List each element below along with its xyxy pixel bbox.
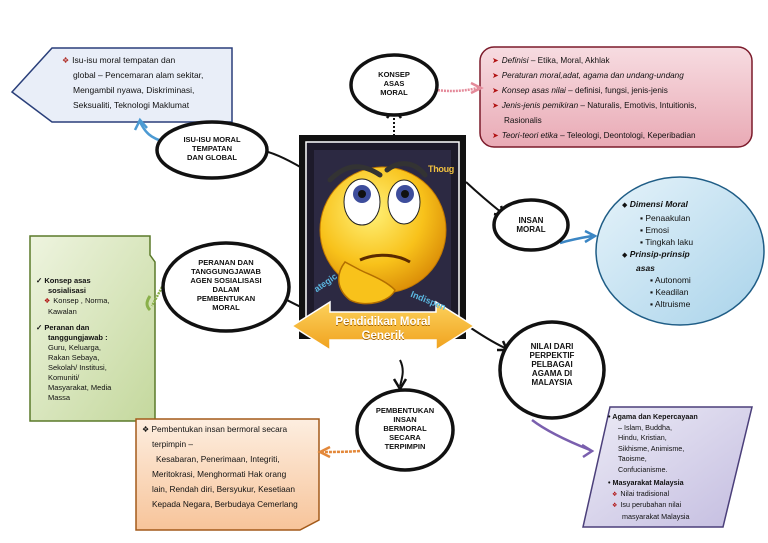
peranan-heading2: Peranan dan <box>44 323 89 332</box>
nilai-line1-1: Hindu, Kristian, <box>608 433 740 444</box>
insan-heading2a: Prinsip-prinsip <box>630 249 690 259</box>
nilai-line2-1: Isu perubahan nilai <box>620 500 681 509</box>
konsep-item-1: ➤Peraturan moral,adat, agama dan undang-… <box>492 68 750 83</box>
konsep-item-5: ➤Teori-teori etika – Teleologi, Deontolo… <box>492 128 750 143</box>
peranan-text1: Konsep , Norma, <box>53 296 109 305</box>
peranan-heading1b: sosialisasi <box>36 286 152 296</box>
nilai-line1-2: Sikhisme, Animisme, <box>608 444 740 455</box>
pembentukan-line4: Meritokrasi, Menghormati Hak orang <box>142 467 320 482</box>
peranan-line-3: Komuniti/ <box>36 373 152 383</box>
nilai-line1-4: Confucianisme. <box>608 465 740 476</box>
peranan-line-2: Sekolah/ Institusi, <box>36 363 152 373</box>
peranan-line-4: Masyarakat, Media <box>36 383 152 393</box>
isu-line2: global – Pencemaran alam sekitar, <box>62 68 230 83</box>
insan-item2-1: ▪ Keadilan <box>622 286 752 298</box>
bubble-isu-label: ISU-ISU MORAL TEMPATAN DAN GLOBAL <box>163 135 261 162</box>
konsep-item-3: ➤Jenis-jenis pemikiran – Naturalis, Emot… <box>492 98 750 113</box>
pembentukan-box-text: ❖ Pembentukan insan bermoral secara terp… <box>142 422 320 512</box>
bubble-peranan-label: PERANAN DAN TANGGUNGJAWAB AGEN SOSIALISA… <box>169 258 283 312</box>
nilai-line2-0: Nilai tradisional <box>620 489 669 498</box>
insan-heading2b: asas <box>622 262 752 274</box>
konsep-item-0: ➤Definisi – Etika, Moral, Akhlak <box>492 53 750 68</box>
insan-heading1: Dimensi Moral <box>630 199 688 209</box>
konsep-item-4: Rasionalis <box>492 113 750 128</box>
peranan-box-text: ✓ Konsep asas sosialisasi ❖Konsep , Norm… <box>36 276 152 403</box>
nilai-line1-0: – Islam, Buddha, <box>608 423 740 434</box>
peranan-heading2b: tanggungjawab : <box>36 333 152 343</box>
isu-box-text: ❖Isu-isu moral tempatan dan global – Pen… <box>62 53 230 113</box>
isu-line4: Seksualiti, Teknologi Maklumat <box>62 98 230 113</box>
peranan-line-0: Guru, Keluarga, <box>36 343 152 353</box>
insan-item-0: ▪ Penaakulan <box>622 212 752 224</box>
isu-line1: Isu-isu moral tempatan dan <box>72 55 175 65</box>
image-word-thoug: Thoug <box>428 164 454 174</box>
bubble-konsep-label: KONSEP ASAS MORAL <box>357 70 431 97</box>
nilai-heading2: Masyarakat Malaysia <box>613 478 684 487</box>
bubble-insan-label: INSAN MORAL <box>502 216 560 234</box>
pembentukan-line1: Pembentukan insan bermoral secara <box>151 424 287 434</box>
konsep-item-2: ➤Konsep asas nilai – definisi, fungsi, j… <box>492 83 750 98</box>
insan-item-2: ▪ Tingkah laku <box>622 236 752 248</box>
insan-item-1: ▪ Emosi <box>622 224 752 236</box>
pembentukan-line2: terpimpin – <box>142 437 320 452</box>
insan-item2-2: ▪ Altruisme <box>622 298 752 310</box>
isu-line3: Mengambil nyawa, Diskriminasi, <box>62 83 230 98</box>
center-title: Pendidikan Moral Generik <box>330 315 436 343</box>
nilai-box-text: • Agama dan Kepercayaan – Islam, Buddha,… <box>608 412 740 522</box>
peranan-line-1: Rakan Sebaya, <box>36 353 152 363</box>
pembentukan-line5: lain, Rendah diri, Bersyukur, Kesetiaan <box>142 482 320 497</box>
nilai-line2-2: masyarakat Malaysia <box>608 512 740 523</box>
nilai-heading1: Agama dan Kepercayaan <box>612 412 698 421</box>
peranan-text1b: Kawalan <box>36 307 152 317</box>
bubble-pembentukan-label: PEMBENTUKAN INSAN BERMORAL SECARA TERPIM… <box>362 406 448 451</box>
peranan-line-5: Massa <box>36 393 152 403</box>
pembentukan-line3: Kesabaran, Penerimaan, Integriti, <box>142 452 320 467</box>
insan-box-text: ◆ Dimensi Moral ▪ Penaakulan ▪ Emosi ▪ T… <box>622 198 752 310</box>
center-title-line1: Pendidikan Moral <box>330 315 436 329</box>
nilai-line1-3: Taoisme, <box>608 454 740 465</box>
insan-item2-0: ▪ Autonomi <box>622 274 752 286</box>
bubble-nilai-label: NILAI DARI PERPEKTIF PELBAGAI AGAMA DI M… <box>506 342 598 387</box>
pembentukan-line6: Kepada Negara, Berbudaya Cemerlang <box>142 497 320 512</box>
center-title-line2: Generik <box>330 329 436 343</box>
konsep-box-text: ➤Definisi – Etika, Moral, Akhlak ➤Peratu… <box>492 53 750 143</box>
peranan-heading1: Konsep asas <box>44 276 90 285</box>
